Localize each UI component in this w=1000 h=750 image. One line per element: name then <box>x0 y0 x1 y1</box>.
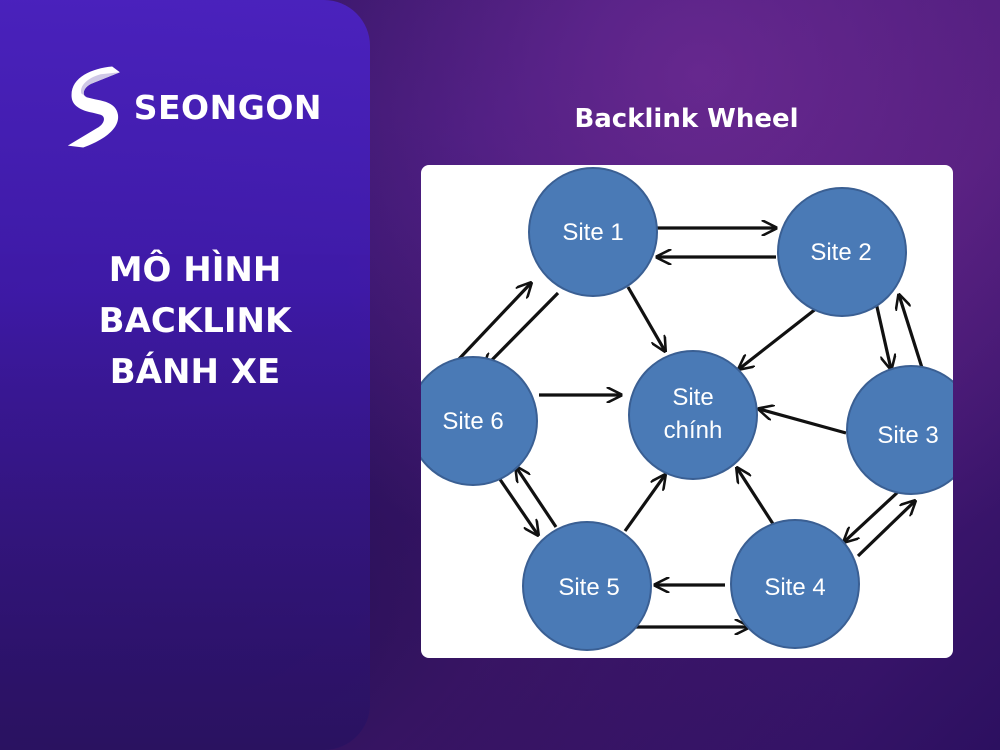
seongon-logo-icon <box>67 66 120 148</box>
node-center-label-line-1: Site <box>672 384 713 411</box>
arrow-site1-to-site6 <box>484 291 560 368</box>
brand-name: SEONGON <box>133 87 322 127</box>
node-site-5: Site 5 <box>522 521 652 651</box>
node-site-1-label: Site 1 <box>562 219 623 246</box>
left-panel <box>0 0 370 750</box>
node-site-4: Site 4 <box>730 519 860 649</box>
heading-line-1: MÔ HÌNH <box>108 250 282 290</box>
arrows-group <box>457 228 925 627</box>
node-site-6-label: Site 6 <box>442 408 503 435</box>
arrow-site4-to-center <box>737 468 777 528</box>
node-site-3-label: Site 3 <box>877 422 938 449</box>
arrow-site1-to-center <box>626 286 665 351</box>
arrow-site4-to-site3 <box>856 501 915 558</box>
heading-line-3: BÁNH XE <box>109 352 281 392</box>
arrow-site5-to-site6 <box>516 467 558 528</box>
arrow-site6-to-site5 <box>495 474 538 535</box>
backlink-wheel-diagram: Site 1 Site 2 Site 3 Site 4 Site 5 Site … <box>421 167 953 651</box>
node-site-1: Site 1 <box>528 167 658 297</box>
node-site-3: Site 3 <box>846 365 953 495</box>
node-site-2-label: Site 2 <box>810 239 871 266</box>
node-center-label-line-2: chính <box>664 417 723 444</box>
page-heading: MÔ HÌNH BACKLINK BÁNH XE <box>60 245 330 398</box>
node-site-2: Site 2 <box>777 187 907 317</box>
arrow-site3-to-center <box>759 409 847 435</box>
arrow-site2-to-site3 <box>873 297 891 369</box>
node-site-4-label: Site 4 <box>764 574 825 601</box>
brand-logo: SEONGON <box>62 62 322 152</box>
arrow-site2-to-center <box>739 306 818 369</box>
diagram-card: Site 1 Site 2 Site 3 Site 4 Site 5 Site … <box>421 165 953 658</box>
node-site-6: Site 6 <box>421 356 538 486</box>
arrow-site6-to-site1 <box>457 283 531 361</box>
heading-line-2: BACKLINK <box>98 301 292 341</box>
arrow-site5-to-center <box>623 475 665 532</box>
node-site-5-label: Site 5 <box>558 574 619 601</box>
arrow-site3-to-site2 <box>899 295 925 372</box>
node-site-chinh: Site chính <box>628 350 758 480</box>
diagram-title: Backlink Wheel <box>574 104 799 134</box>
left-panel-shade <box>0 290 370 750</box>
arrow-site3-to-site4 <box>844 489 901 542</box>
